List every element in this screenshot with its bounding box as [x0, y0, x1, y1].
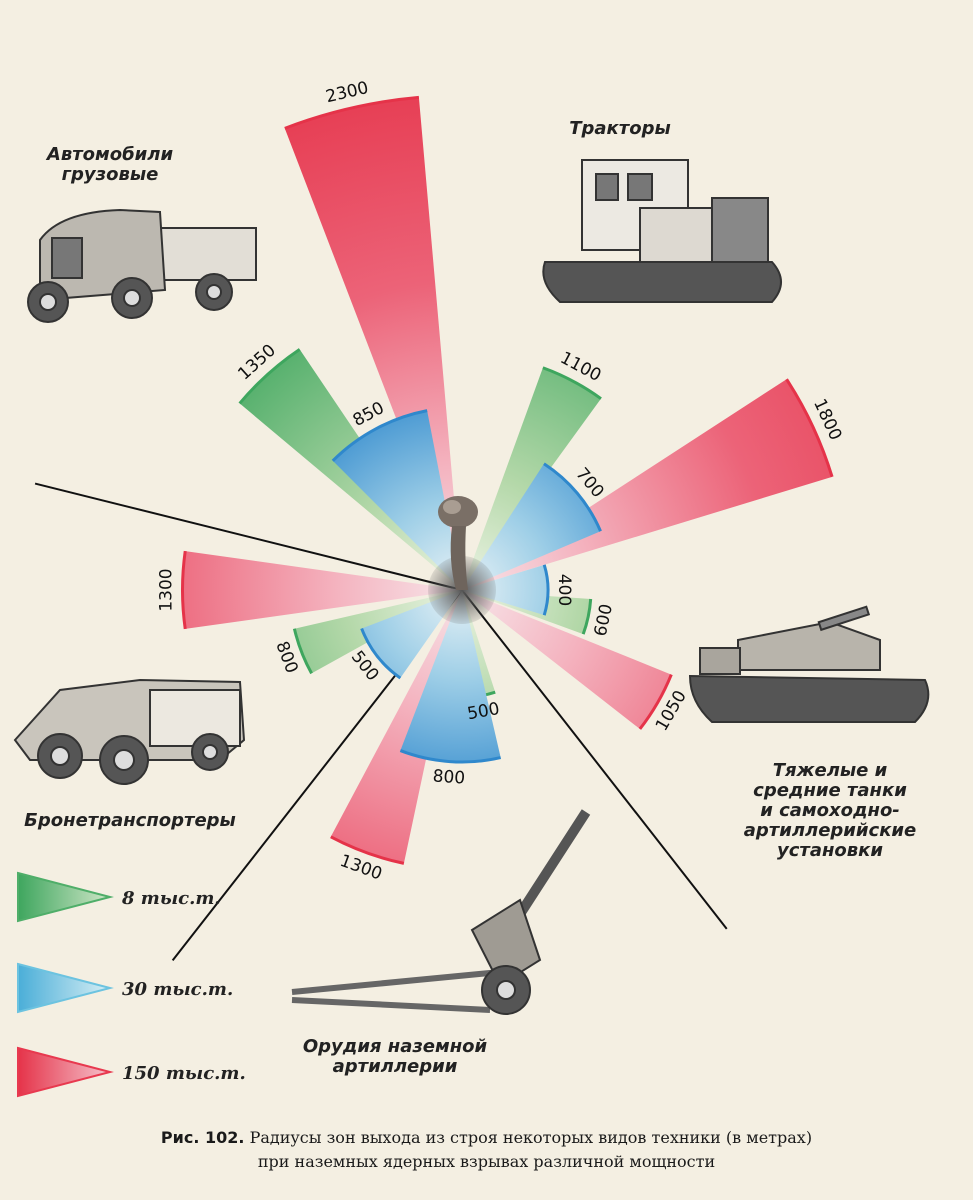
figure-number: Рис. 102. — [160, 1128, 245, 1147]
category-label: артиллерии — [333, 1056, 458, 1077]
green-sector-edge — [542, 366, 602, 400]
green-sector — [462, 590, 591, 635]
red-sector-edge — [330, 835, 405, 865]
value-label: 800 — [432, 766, 466, 788]
blue-sector — [462, 564, 548, 616]
explosion-icon — [428, 496, 496, 624]
blue-sector-edge — [331, 409, 428, 462]
caption-line-2: при наземных ядерных взрывах различной м… — [257, 1152, 716, 1171]
green-sector-edge — [238, 348, 301, 405]
red-sector-edge — [284, 95, 420, 130]
green-sector-edge — [581, 598, 593, 635]
blue-sector-edge — [360, 627, 402, 680]
category-label: и самоходно- — [760, 800, 900, 821]
value-label: 800 — [271, 639, 301, 676]
value-label: 2300 — [324, 78, 371, 107]
blue-sector-edge — [543, 462, 602, 532]
apc-icon — [13, 678, 246, 785]
blue-sector-edge — [542, 564, 550, 616]
green-sector — [462, 367, 602, 590]
blue-sector-edge — [399, 749, 502, 764]
separator-line — [34, 482, 463, 591]
tractor-icon — [542, 159, 782, 303]
blue-sector — [462, 463, 601, 590]
red-sector — [330, 590, 462, 864]
tank-icon — [688, 605, 930, 723]
red-sector — [182, 551, 462, 629]
truck-icon — [27, 208, 257, 323]
legend-label: 150 тыс.т. — [122, 1063, 246, 1084]
sectors — [181, 95, 834, 865]
red-sector — [462, 590, 672, 729]
green-sector-edge — [292, 628, 313, 675]
separator-line — [461, 589, 728, 930]
category-label: Орудия наземной — [303, 1036, 488, 1057]
red-sector-edge — [785, 378, 834, 478]
value-label: 1300 — [157, 568, 177, 611]
category-label: установки — [777, 840, 883, 861]
value-label: 400 — [554, 574, 574, 606]
blue-sector — [400, 590, 501, 762]
blue-sector — [332, 410, 462, 590]
legend-swatch — [17, 1046, 114, 1098]
red-sector-edge — [181, 550, 187, 630]
red-sector-edge — [638, 674, 673, 730]
category-label: средние танки — [753, 780, 907, 801]
category-label: Автомобили — [45, 144, 174, 165]
category-label: Тяжелые и — [773, 760, 888, 781]
caption-line-1: Радиусы зон выхода из строя некоторых ви… — [249, 1128, 813, 1147]
legend-swatch — [17, 962, 114, 1014]
legend-label: 8 тыс.т. — [121, 888, 221, 909]
value-label: 600 — [591, 602, 617, 638]
legend-swatch — [17, 871, 114, 923]
figure-caption: Рис. 102. Радиусы зон выхода из строя не… — [0, 1128, 973, 1147]
category-label: артиллерийские — [744, 820, 916, 841]
category-label: Тракторы — [569, 118, 671, 139]
legend-label: 30 тыс.т. — [122, 979, 233, 1000]
category-label: Бронетранспортеры — [24, 810, 236, 831]
legend: 8 тыс.т. 30 тыс.т. 150 тыс.т. — [17, 871, 246, 1098]
category-label: грузовые — [62, 164, 159, 185]
howitzer-icon — [291, 809, 591, 1015]
value-label: 500 — [466, 699, 501, 724]
